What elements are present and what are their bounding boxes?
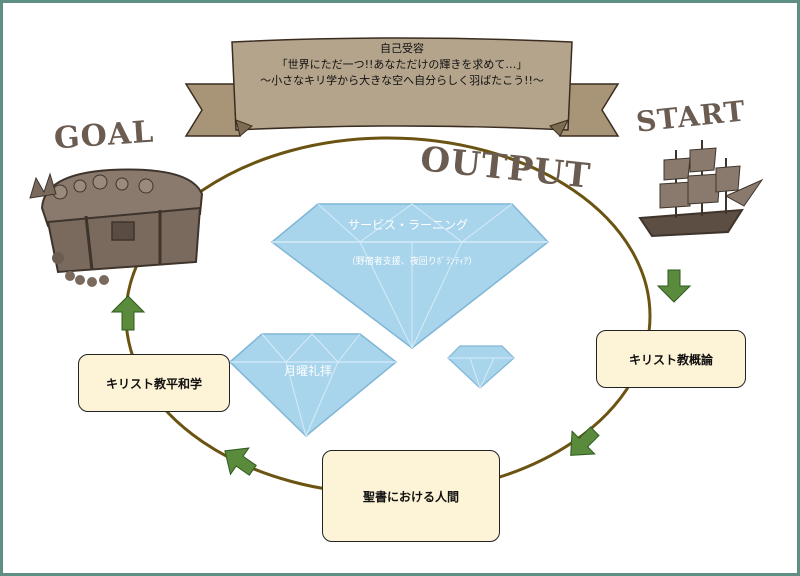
- box-christian-peace-studies: キリスト教平和学: [78, 354, 230, 412]
- banner-text: 自己受容 「世界にただ一つ!!あなただけの輝きを求めて…」 ～小さなキリ学から大…: [236, 41, 568, 89]
- box-christianity-overview: キリスト教概論: [596, 330, 746, 388]
- treasure-chest-icon: [29, 168, 204, 287]
- banner-line1: 「世界にただ一つ!!あなただけの輝きを求めて…」: [276, 58, 528, 71]
- goal-label: GOAL: [52, 114, 156, 157]
- service-learning-sub: （野宿者支援、夜回りﾎﾞﾗﾝﾃｨｱ）: [346, 257, 478, 267]
- service-learning-title: サービス・ラーニング: [347, 218, 468, 232]
- arrow-to-peace: [224, 447, 257, 476]
- diamond-small: [447, 345, 515, 389]
- diamond-service-learning: [270, 203, 550, 349]
- sailing-ship-icon: [638, 140, 764, 238]
- diamond-monday-worship: [228, 333, 398, 438]
- arrow-up-goal: [110, 295, 146, 331]
- arrow-to-bible: [570, 426, 600, 456]
- banner-line2: ～小さなキリ学から大きな空へ自分らしく羽ばたこう!!～: [260, 74, 544, 87]
- banner-title: 自己受容: [380, 42, 424, 55]
- arrow-down-start: [656, 269, 692, 303]
- monday-worship-label: 月曜礼拝: [283, 364, 332, 378]
- banner-ribbon: [184, 37, 620, 137]
- box-bible-humanity: 聖書における人間: [322, 450, 500, 542]
